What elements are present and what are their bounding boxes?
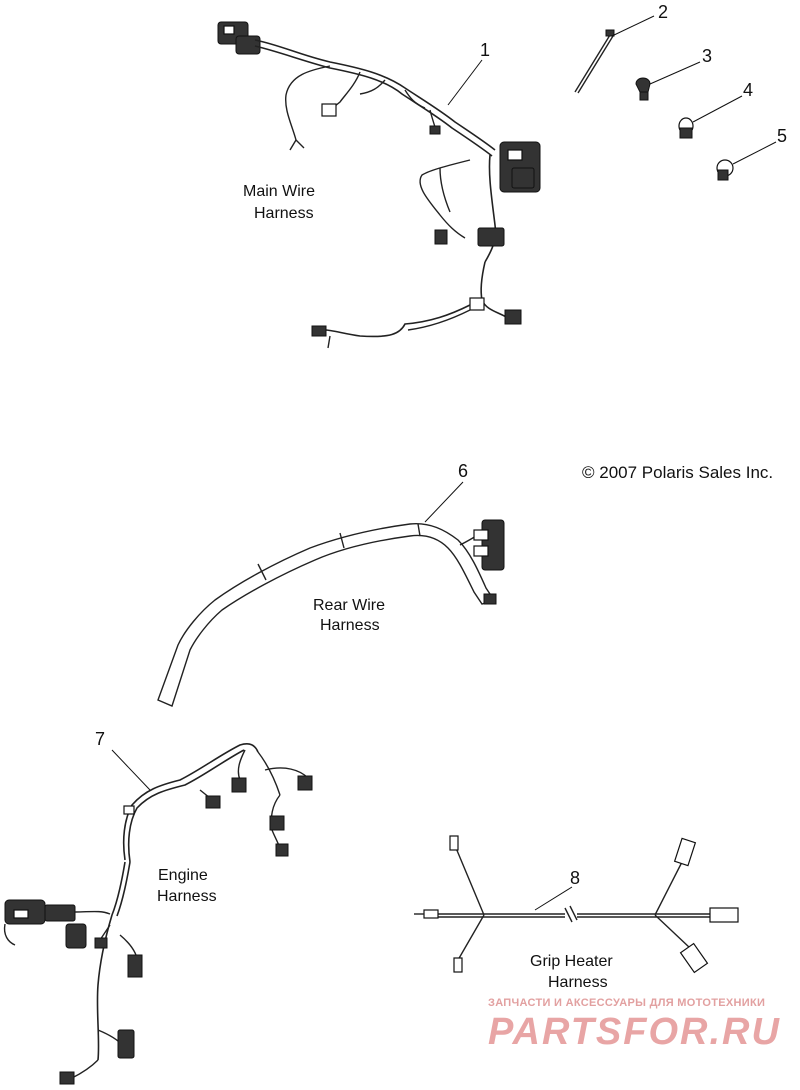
rear-wire-harness <box>157 519 505 707</box>
clip-part-5 <box>716 159 734 181</box>
rear-harness-label-line2: Harness <box>320 617 380 634</box>
callout-7: 7 <box>95 729 105 749</box>
callout-1: 1 <box>480 40 490 60</box>
callout-6: 6 <box>458 461 468 481</box>
callout-2-leader <box>611 15 655 37</box>
callout-5-leader <box>732 141 777 165</box>
engine-harness-label-line2: Harness <box>157 888 217 905</box>
callout-7-leader <box>111 749 151 791</box>
callout-5: 5 <box>777 126 787 146</box>
rear-harness-label-line1: Rear Wire <box>313 597 385 614</box>
engine-harness-label-line1: Engine <box>158 867 208 884</box>
main-wire-harness <box>217 21 541 349</box>
callout-4-leader <box>692 95 743 123</box>
cable-tie <box>574 29 615 94</box>
engine-harness <box>3 743 313 1085</box>
watermark-logo: PARTSFOR.RU <box>488 1011 781 1053</box>
callout-6-leader <box>424 481 464 523</box>
clip-part-4 <box>678 117 694 139</box>
clip-part-3 <box>635 77 651 101</box>
grip-heater-harness <box>414 835 739 974</box>
main-harness-label-line2: Harness <box>254 205 314 222</box>
grip-harness-label-line2: Harness <box>548 974 608 991</box>
main-harness-label-line1: Main Wire <box>243 183 315 200</box>
callout-1-leader <box>447 59 483 106</box>
watermark-tagline: ЗАПЧАСТИ И АКСЕССУАРЫ ДЛЯ МОТОТЕХНИКИ <box>488 997 765 1009</box>
copyright-notice: © 2007 Polaris Sales Inc. <box>582 463 773 482</box>
callout-2: 2 <box>658 2 668 22</box>
grip-harness-label-line1: Grip Heater <box>530 953 613 970</box>
callout-8: 8 <box>570 868 580 888</box>
callout-3-leader <box>649 61 701 85</box>
callout-4: 4 <box>743 80 753 100</box>
callout-3: 3 <box>702 46 712 66</box>
callout-8-leader <box>534 886 573 911</box>
